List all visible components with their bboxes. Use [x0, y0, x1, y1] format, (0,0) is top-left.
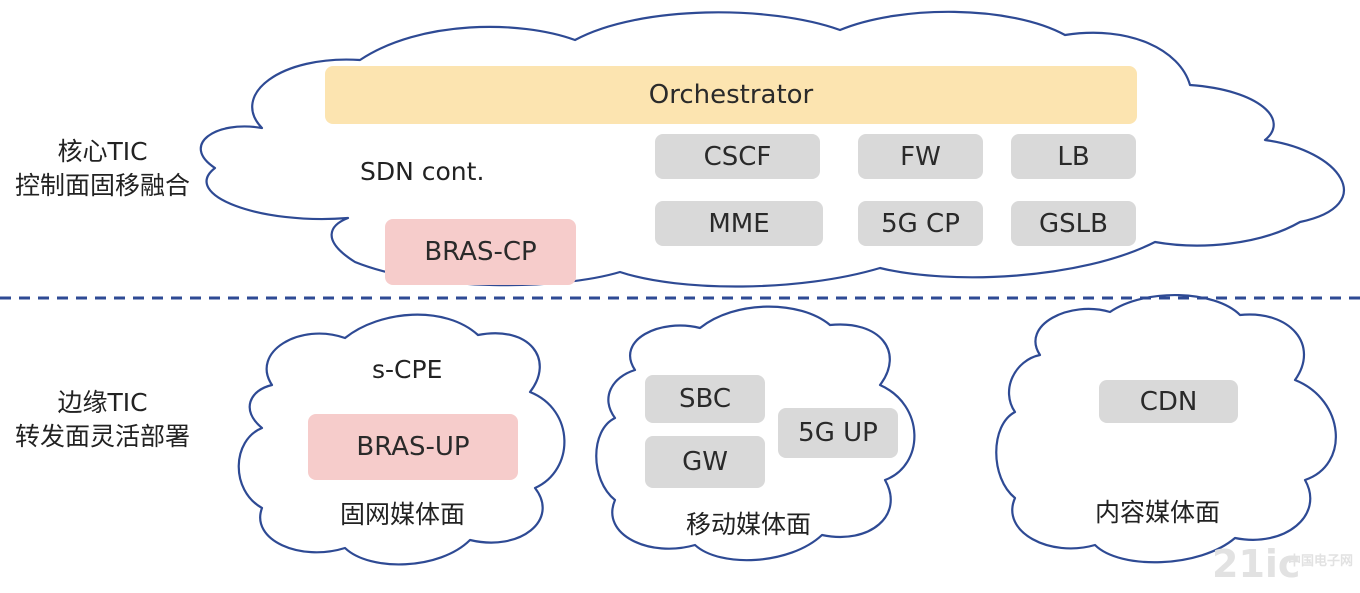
s-cpe-label: s-CPE	[372, 355, 443, 384]
cscf-box: CSCF	[655, 134, 820, 179]
mme-label: MME	[708, 208, 770, 239]
core-tic-label: 核心TIC 控制面固移融合	[0, 135, 205, 203]
gw-box: GW	[645, 436, 765, 488]
cdn-box: CDN	[1099, 380, 1238, 423]
watermark-sub: 中国电子网	[1288, 554, 1353, 570]
bras-cp-label: BRAS-CP	[424, 237, 537, 267]
fw-label: FW	[900, 141, 941, 172]
core-cloud	[199, 10, 1345, 288]
lb-label: LB	[1057, 141, 1090, 172]
fixed-media-plane-caption: 固网媒体面	[340, 500, 466, 529]
5g-cp-label: 5G CP	[881, 208, 960, 239]
watermark-logo: 21ic	[1212, 544, 1300, 584]
mobile-media-plane-caption: 移动媒体面	[686, 510, 812, 539]
edge-tic-label: 边缘TIC 转发面灵活部署	[0, 386, 205, 454]
5g-up-box: 5G UP	[778, 408, 898, 458]
sbc-box: SBC	[645, 375, 765, 423]
core-tic-label-line1: 核心TIC	[57, 137, 148, 166]
gw-label: GW	[682, 447, 728, 477]
mme-box: MME	[655, 201, 823, 246]
bras-up-box: BRAS-UP	[308, 414, 518, 480]
watermark-sub-text: 中国电子网	[1288, 554, 1354, 569]
bras-cp-box: BRAS-CP	[385, 219, 576, 285]
gslb-label: GSLB	[1039, 208, 1108, 239]
sdn-controller-label: SDN cont.	[360, 157, 485, 186]
gslb-box: GSLB	[1011, 201, 1136, 246]
5g-up-label: 5G UP	[798, 418, 878, 448]
fixed-edge-cloud	[237, 313, 566, 566]
core-tic-label-line2: 控制面固移融合	[14, 171, 190, 200]
5g-cp-box: 5G CP	[858, 201, 983, 246]
content-media-plane-caption: 内容媒体面	[1095, 498, 1221, 527]
content-edge-cloud	[995, 293, 1337, 564]
cscf-label: CSCF	[703, 141, 772, 172]
lb-box: LB	[1011, 134, 1136, 179]
orchestrator-label: Orchestrator	[648, 80, 814, 110]
orchestrator-box: Orchestrator	[325, 66, 1137, 124]
mobile-edge-cloud	[595, 305, 916, 562]
sbc-label: SBC	[678, 384, 732, 414]
edge-tic-label-line2: 转发面灵活部署	[14, 422, 190, 451]
fw-box: FW	[858, 134, 983, 179]
edge-tic-label-line1: 边缘TIC	[57, 388, 148, 417]
bras-up-label: BRAS-UP	[356, 432, 470, 462]
cdn-label: CDN	[1139, 386, 1198, 417]
watermark-main-text: 21ic	[1212, 542, 1301, 586]
